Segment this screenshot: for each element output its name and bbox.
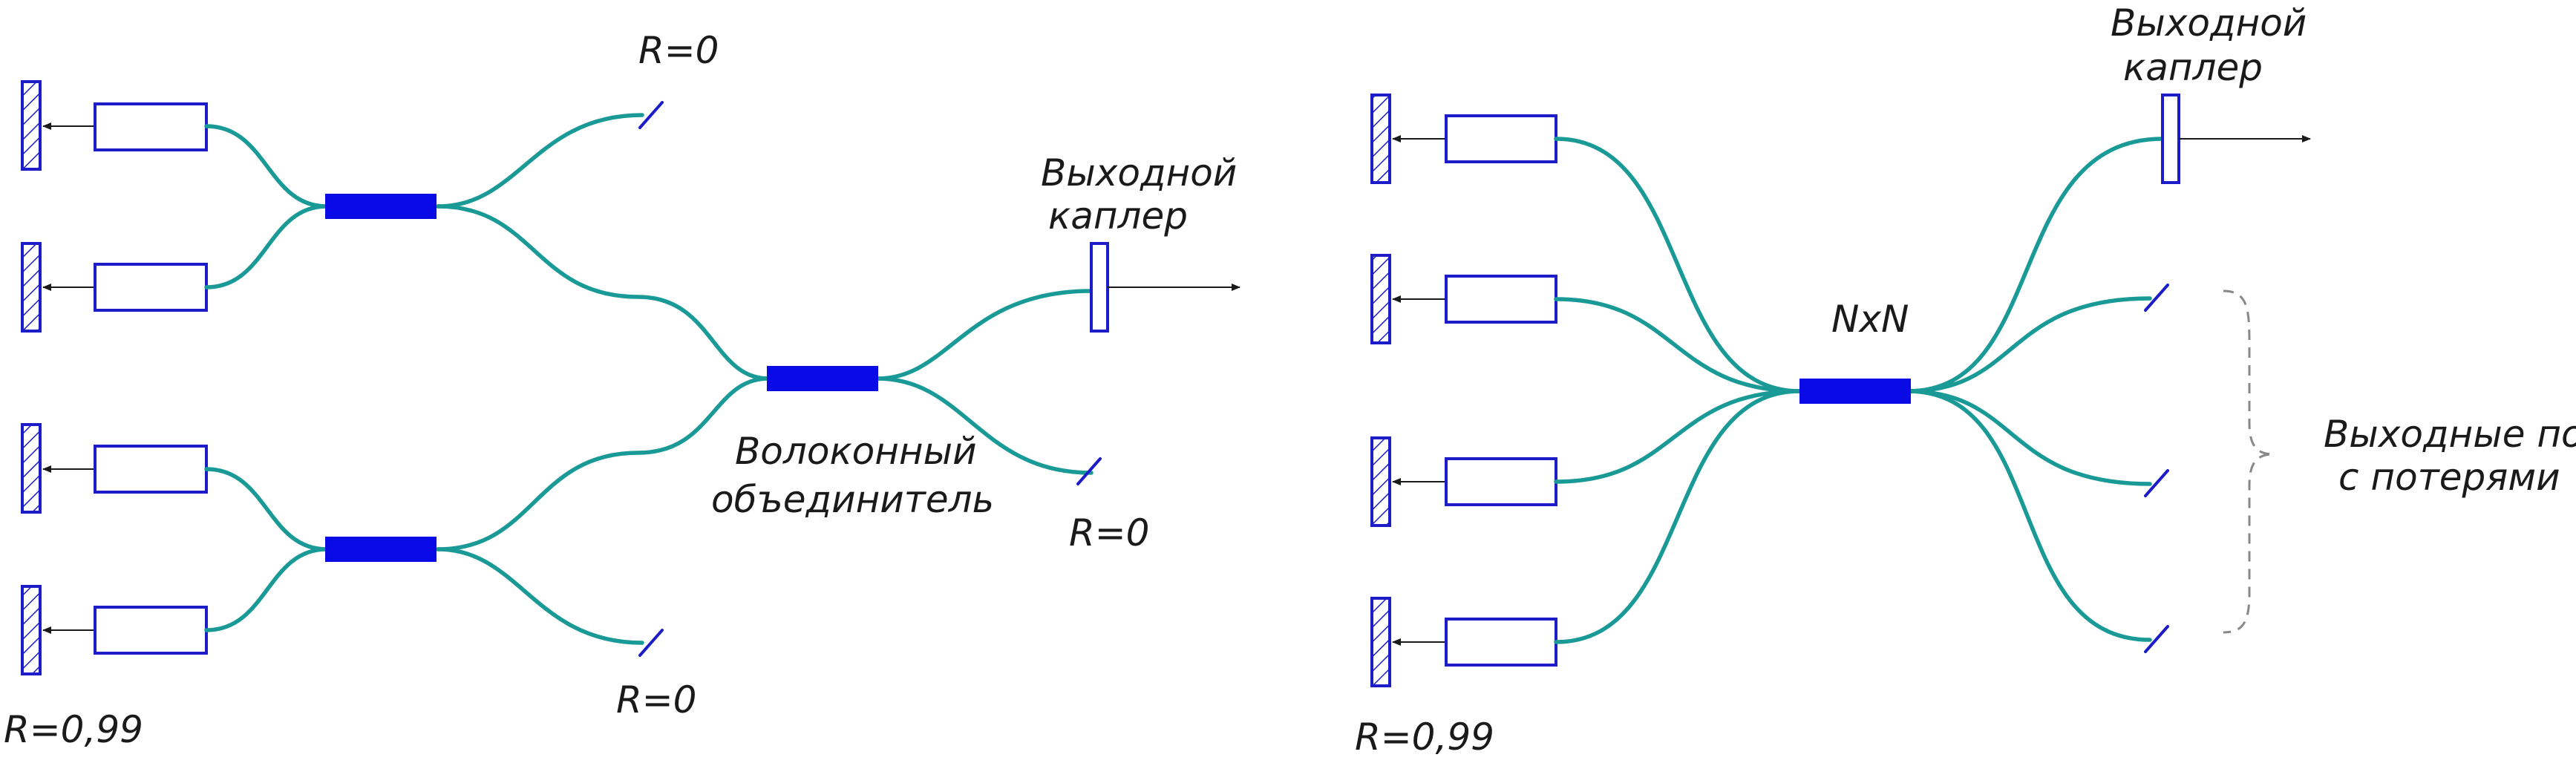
right-channel-1 [1370,94,1557,184]
laser-module [94,102,208,151]
fiber [1906,389,2152,642]
label-r-mirror: R=0,99 [4,708,143,751]
laser-module [94,606,208,655]
hatched-mirror [21,423,42,514]
hatched-mirror [1370,94,1391,184]
left-channel-4 [21,585,208,675]
hatched-mirror [1370,254,1391,344]
output-coupler-label-line2: каплер [1048,194,1188,238]
angled-termination [2144,469,2169,497]
laser-module [1445,275,1557,324]
label-r-mid: R=0 [1069,511,1149,554]
fiber-coupler [325,537,437,562]
fiber [1554,297,1802,393]
laser-module [1445,618,1557,667]
left-fibers [204,113,1094,645]
right-fibers [1554,137,2165,644]
left-channel-3 [21,423,208,514]
right-channel-4 [1370,597,1557,687]
label-r-mirror: R=0,99 [1355,716,1494,759]
left-channel-1 [21,80,208,171]
fiber [1906,296,2152,393]
fiber [436,113,644,209]
fiber [1554,389,1802,484]
angled-termination [2144,625,2169,653]
label-r-bottom: R=0 [616,678,696,721]
fiber-combiner [767,366,878,391]
fiber [204,547,329,632]
laser-module [1445,457,1557,506]
left-scheme: R=0 R=0 R=0 R=0,99 Волоконный объедините… [4,29,1240,751]
laser-module [94,263,208,312]
angled-termination [638,629,664,657]
hatched-mirror [21,585,42,675]
nxn-star-coupler [1799,379,1911,404]
fiber [1906,137,2165,393]
angled-termination [1076,457,1102,485]
lossy-ports-label-line2: с потерями [2338,456,2560,499]
fiber [436,376,771,551]
laser-module [1445,114,1557,163]
right-channel-2 [1370,254,1557,344]
star-coupler-label: NxN [1831,298,1909,341]
output-coupler-label-line1: Выходной [1041,151,1237,194]
fiber [875,289,1094,381]
combiner-label-line2: объединитель [711,478,994,521]
hatched-mirror [21,80,42,171]
fiber [204,124,329,209]
output-coupler [2161,94,2180,184]
hatched-mirror [21,242,42,333]
hatched-mirror [1370,436,1391,527]
hatched-mirror [1370,597,1391,687]
output-coupler-label-line1: Выходной [2111,1,2307,45]
fiber [436,547,644,645]
fiber [875,376,1094,475]
left-channel-2 [21,242,208,333]
lossy-ports-brace [2223,289,2274,634]
fiber [1554,389,1802,644]
fiber [436,204,771,381]
laser-module [94,445,208,494]
fiber [1906,389,2152,486]
fiber [1554,137,1802,393]
label-r-top: R=0 [638,29,719,72]
angled-termination [2144,284,2169,312]
output-coupler-label-line2: каплер [2123,46,2263,89]
right-channel-3 [1370,436,1557,527]
right-scheme: NxN Выходной каплер Выходные порты с пот… [1355,1,2576,759]
fiber [204,467,329,551]
fiber [204,204,329,289]
combiner-label-line1: Волоконный [735,430,977,473]
fiber-coupler [325,194,437,219]
output-coupler [1090,242,1109,333]
angled-termination [638,101,664,129]
lossy-ports-label-line1: Выходные порты [2324,413,2576,456]
